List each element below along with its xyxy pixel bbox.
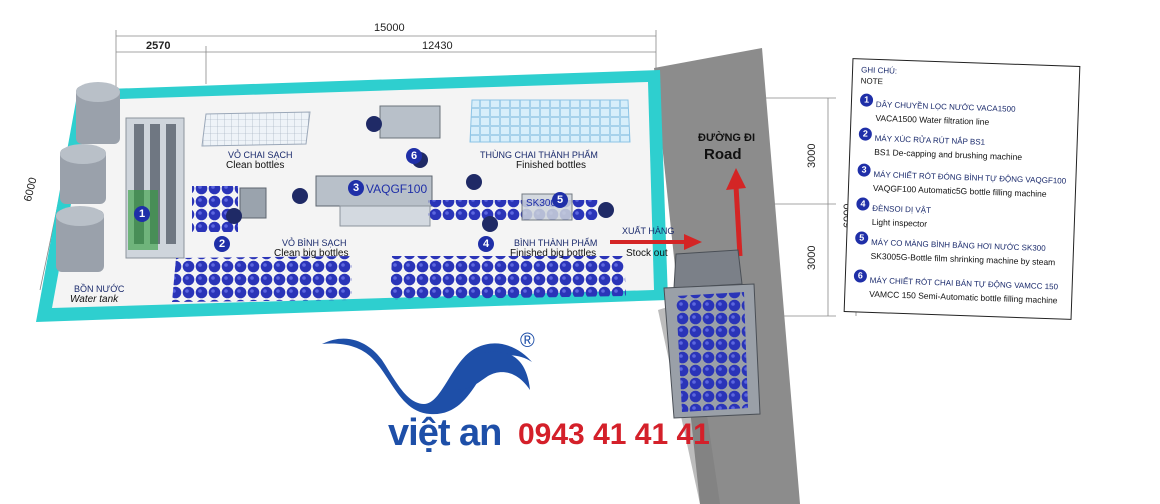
label-clean-bottles-vi: VỎ CHAI SẠCH	[228, 150, 293, 160]
label-water-tank-vi: BỒN NƯỚC	[74, 284, 125, 294]
machine-3	[315, 175, 433, 227]
brand-phone: 0943 41 41 41	[518, 418, 710, 451]
note-item-number: 5	[855, 231, 869, 245]
note-item-vi: MÁY XÚC RỬA RÚT NẮP BS1	[874, 133, 986, 147]
workers	[226, 116, 614, 232]
note-item-en: SK3005G-Bottle film shrinking machine by…	[870, 250, 1056, 268]
note-title-vi: GHI CHÚ:	[860, 65, 898, 76]
note-item-number: 6	[853, 269, 868, 283]
note-item-en: VAQGF100 Automatic5G bottle filling mach…	[872, 182, 1047, 199]
note-item-number: 4	[856, 197, 870, 211]
machine-6	[379, 105, 441, 139]
label-finished-big-en: Finished big bottles	[510, 248, 597, 259]
clean-big-bottles-small	[192, 186, 238, 232]
machine-2	[239, 187, 267, 219]
note-item-number: 1	[859, 93, 874, 107]
note-item-number: 3	[857, 163, 871, 177]
note-item-4: 4ĐÈNSOI DỊ VẬT Light inspector	[856, 197, 1069, 233]
label-clean-big-en: Clean big bottles	[274, 248, 349, 259]
brand-logo-icon	[322, 338, 532, 415]
dim-road-lower: 3000	[806, 245, 818, 270]
note-item-vi: MÁY CO MÀNG BÌNH BẰNG HƠI NƯỚC SK300	[870, 237, 1046, 253]
badge-2: 2	[214, 236, 230, 252]
filtration-line	[125, 117, 185, 259]
note-item-6: 6MÁY CHIẾT RÓT CHAI BÁN TỰ ĐỘNG VAMCC 15…	[853, 269, 1066, 305]
label-clean-bottles-en: Clean bottles	[226, 160, 285, 171]
stock-out-arrowhead	[684, 234, 702, 250]
registered-mark: ®	[520, 330, 535, 352]
dim-road-upper: 3000	[806, 143, 818, 168]
note-item-en: VAMCC 150 Semi-Automatic bottle filling …	[869, 288, 1058, 306]
dim-main-section: 12430	[422, 40, 453, 52]
note-item-5: 5MÁY CO MÀNG BÌNH BẰNG HƠI NƯỚC SK300 SK…	[854, 231, 1067, 267]
label-clean-big-vi: VỎ BÌNH SẠCH	[282, 238, 347, 248]
clean-bottles-rack	[201, 111, 311, 147]
note-item-number: 2	[858, 127, 873, 141]
clean-big-bottles	[172, 256, 352, 302]
finished-big-bottles	[390, 256, 626, 300]
note-item-3: 3MÁY CHIẾT RÓT ĐÓNG BÌNH TỰ ĐỘNG VAQGF10…	[857, 163, 1070, 199]
label-stock-out-en: Stock out	[626, 248, 668, 259]
label-finished-big-vi: BÌNH THÀNH PHẨM	[514, 238, 598, 248]
note-item-2: 2MÁY XÚC RỬA RÚT NẮP BS1 BS1 De-capping …	[858, 127, 1071, 163]
road-direction-arrowhead	[726, 168, 746, 190]
note-item-vi: ĐÈNSOI DỊ VẬT	[872, 203, 932, 215]
note-item-en: Light inspector	[871, 216, 928, 229]
badge-5: 5	[552, 192, 568, 208]
road-direction-arrow	[733, 185, 743, 257]
road-label-vi: ĐƯỜNG ĐI	[698, 132, 756, 144]
badge-6: 6	[406, 148, 422, 164]
brand-name: việt an	[388, 412, 502, 454]
note-item-1: 1DÂY CHUYỀN LỌC NƯỚC VACA1500 VACA1500 W…	[859, 93, 1072, 129]
note-item-en: BS1 De-capping and brushing machine	[874, 146, 1023, 163]
label-stock-out-vi: XUẤT HÀNG	[622, 226, 675, 236]
dim-left-section: 2570	[146, 40, 171, 52]
legend-note-box: GHI CHÚ: NOTE 1DÂY CHUYỀN LỌC NƯỚC VACA1…	[843, 58, 1081, 320]
note-item-vi: DÂY CHUYỀN LỌC NƯỚC VACA1500	[875, 99, 1016, 114]
label-finished-bottles-en: Finished bottles	[516, 160, 587, 171]
note-title-en: NOTE	[860, 76, 884, 87]
finished-bottles-crates	[469, 99, 631, 143]
note-item-en: VACA1500 Water filtration line	[875, 112, 990, 127]
water-tanks	[56, 82, 120, 272]
label-machine-5: SK300	[526, 198, 557, 209]
badge-4: 4	[478, 236, 494, 252]
label-finished-bottles-vi: THÙNG CHAI THÀNH PHẨM	[480, 150, 598, 160]
label-water-tank-en: Water tank	[70, 294, 119, 305]
badge-1: 1	[134, 206, 150, 222]
delivery-truck	[663, 249, 761, 419]
badge-3: 3	[348, 180, 364, 196]
label-machine-3: VAQGF100	[366, 182, 428, 196]
dim-total-length: 15000	[374, 22, 405, 34]
road-label-en: Road	[704, 146, 742, 163]
